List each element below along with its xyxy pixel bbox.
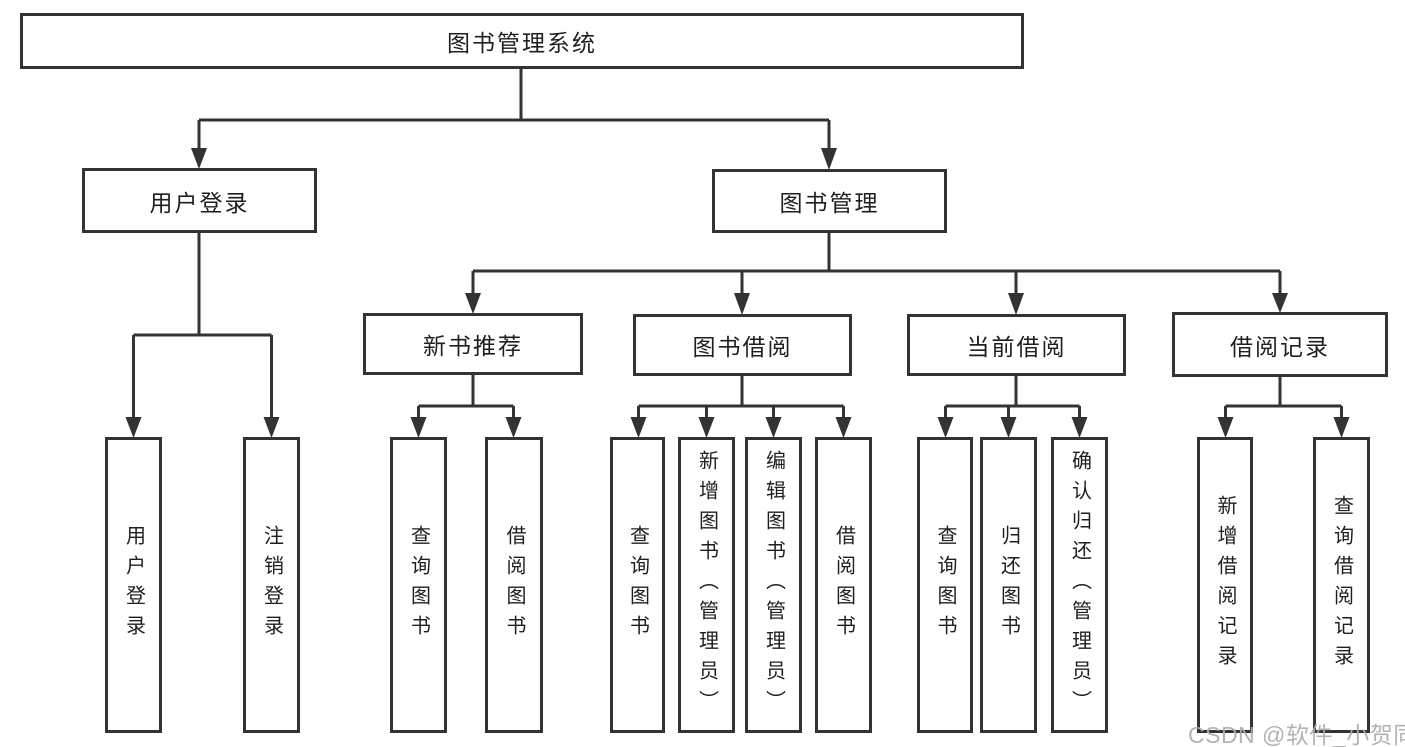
connector-borrow-to-leaves: [630, 376, 852, 438]
leaf-recommend-borrow-books: 借阅图书: [485, 437, 543, 733]
arrow-down-icon: [1008, 293, 1024, 315]
node-label: 归还图书: [997, 525, 1020, 645]
node-label: 借阅图书: [832, 525, 855, 645]
node-label: 图书管理系统: [447, 30, 597, 56]
connector-records-to-leaves: [1217, 377, 1350, 438]
csdn-watermark: CSDN @软件_小贺同学: [1188, 722, 1405, 747]
node-label: 借阅图书: [503, 525, 525, 645]
node-label: 借阅记录: [1230, 333, 1330, 360]
node-label: 用户登录: [149, 189, 250, 216]
node-label: 查询图书: [934, 525, 956, 645]
leaf-current-confirm-return-admin: 确认归还（管理员）: [1051, 437, 1108, 733]
leaf-borrowing-query-books: 查询图书: [610, 437, 665, 733]
arrow-down-icon: [698, 417, 715, 438]
node-label: 当前借阅: [966, 334, 1067, 360]
arrow-down-icon: [1272, 293, 1288, 313]
node-label: 新增借阅记录: [1214, 495, 1236, 675]
node-label: 查询图书: [407, 525, 430, 645]
node-label: 注销登录: [260, 525, 283, 645]
leaf-borrowing-borrow-books: 借阅图书: [815, 437, 872, 733]
arrow-down-icon: [835, 417, 852, 438]
leaf-user-login: 用户登录: [105, 437, 162, 733]
node-user-login: 用户登录: [82, 168, 317, 233]
arrow-down-icon: [1217, 417, 1234, 438]
arrow-down-icon: [465, 293, 481, 314]
arrow-down-icon: [765, 417, 782, 438]
node-current-borrowing: 当前借阅: [907, 314, 1126, 376]
leaf-logout: 注销登录: [243, 437, 300, 733]
node-book-borrowing: 图书借阅: [633, 314, 852, 376]
node-label: 新书推荐: [423, 333, 523, 359]
node-label: 查询图书: [626, 525, 649, 645]
connector-login-to-leaves: [125, 233, 280, 438]
arrow-down-icon: [734, 293, 750, 315]
leaf-current-query-books: 查询图书: [917, 437, 973, 733]
node-borrow-records: 借阅记录: [1172, 312, 1388, 377]
connector-current-to-leaves: [937, 376, 1088, 438]
node-root-library-system: 图书管理系统: [20, 13, 1024, 69]
arrow-down-icon: [125, 417, 142, 438]
node-label: 图书管理: [779, 190, 880, 216]
leaf-current-return-books: 归还图书: [980, 437, 1037, 733]
arrow-down-icon: [191, 148, 207, 169]
node-label: 确认归还（管理员）: [1068, 450, 1091, 720]
arrow-down-icon: [937, 417, 954, 438]
leaf-recommend-query-books: 查询图书: [390, 437, 447, 733]
node-label: 图书借阅: [692, 334, 793, 360]
arrow-down-icon: [1071, 417, 1088, 438]
node-label: 查询借阅记录: [1330, 495, 1353, 675]
node-book-management: 图书管理: [712, 169, 947, 233]
node-label: 新增图书（管理员）: [695, 450, 718, 720]
leaf-records-query-borrow-record: 查询借阅记录: [1313, 437, 1370, 733]
arrow-down-icon: [821, 148, 837, 170]
leaf-records-add-borrow-record: 新增借阅记录: [1197, 437, 1253, 733]
arrow-down-icon: [410, 417, 427, 438]
connector-recommend-to-leaves: [410, 375, 522, 438]
arrow-down-icon: [1000, 417, 1017, 438]
arrow-down-icon: [505, 417, 522, 438]
node-label: 用户登录: [122, 525, 145, 645]
leaf-borrowing-edit-books-admin: 编辑图书（管理员）: [745, 437, 802, 733]
connector-mgmt-to-level3: [465, 233, 1288, 315]
node-new-book-recommend: 新书推荐: [363, 313, 583, 375]
leaf-borrowing-add-books-admin: 新增图书（管理员）: [678, 437, 735, 733]
arrow-down-icon: [630, 417, 647, 438]
arrow-down-icon: [1333, 417, 1350, 438]
connector-root-to-level2: [191, 69, 837, 170]
arrow-down-icon: [263, 417, 280, 438]
node-label: 编辑图书（管理员）: [762, 450, 785, 720]
